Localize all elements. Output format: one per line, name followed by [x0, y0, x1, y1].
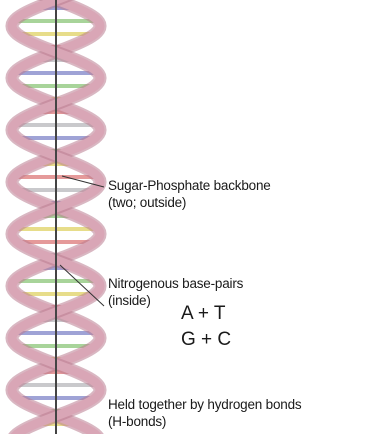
pair-gc: G + C	[181, 327, 231, 353]
backbone-label-line2: (two; outside)	[108, 194, 271, 211]
base-pair-rules: A + T G + C	[181, 301, 231, 353]
hydrogen-bonds-label-line2: (H-bonds)	[108, 413, 301, 430]
pair-at: A + T	[181, 301, 231, 327]
double-helix-illustration	[0, 0, 120, 434]
backbone-label: Sugar-Phosphate backbone (two; outside)	[108, 177, 271, 211]
hydrogen-bonds-label: Held together by hydrogen bonds (H-bonds…	[108, 396, 301, 430]
backbone-label-line1: Sugar-Phosphate backbone	[108, 177, 271, 194]
hydrogen-bonds-label-line1: Held together by hydrogen bonds	[108, 396, 301, 413]
base-pairs-label-line1: Nitrogenous base-pairs	[108, 275, 243, 292]
